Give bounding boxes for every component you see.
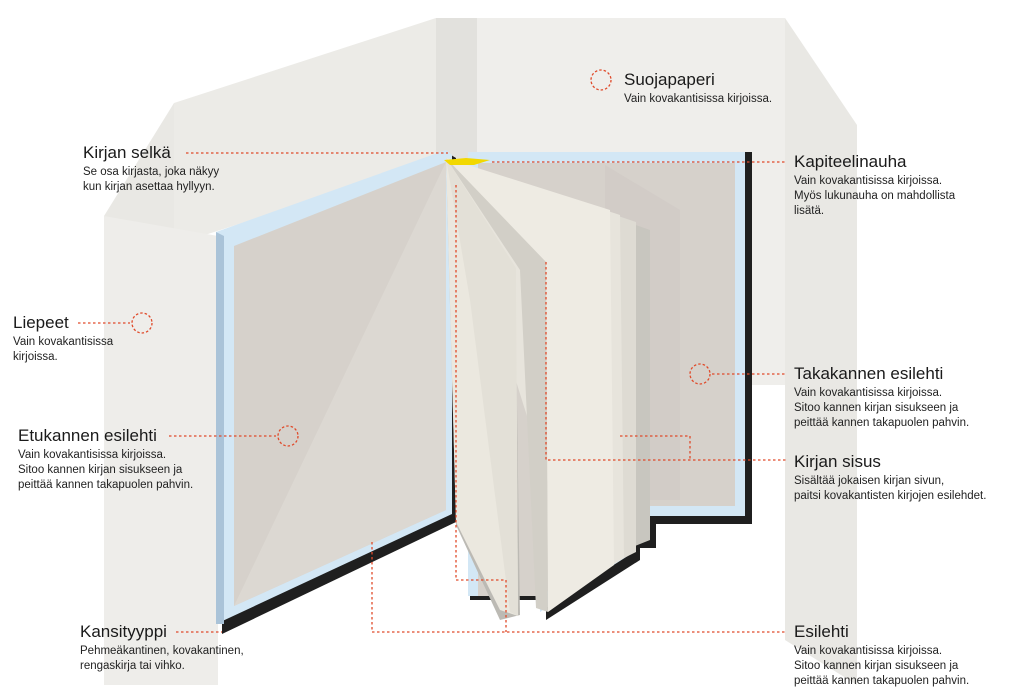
front-endpaper-light	[234, 162, 446, 606]
label-liepeet: Liepeet Vain kovakantisissa kirjoissa.	[13, 313, 113, 365]
target-takakannen-esilehti	[689, 363, 711, 385]
target-suojapaperi	[590, 69, 612, 91]
label-kapiteelinauha: Kapiteelinauha Vain kovakantisissa kirjo…	[794, 152, 955, 219]
kapiteelinauha-title: Kapiteelinauha	[794, 152, 907, 171]
dust-jacket-back-flap	[785, 18, 857, 685]
dust-jacket-lower-left	[104, 216, 218, 685]
page-stack-edge	[446, 158, 548, 612]
leader-esilehti	[371, 542, 787, 633]
leader-esilehti-front	[455, 185, 507, 632]
headband	[444, 158, 490, 165]
kansityyppi-desc: Pehmeäkantinen, kovakantinen, rengaskirj…	[80, 645, 244, 672]
label-kirjan-selka: Kirjan selkä Se osa kirjasta, joka näkyy…	[83, 143, 219, 195]
leader-lines	[78, 152, 787, 633]
label-takakannen-esilehti: Takakannen esilehti Vain kovakantisissa …	[794, 364, 969, 431]
liepeet-title: Liepeet	[13, 313, 69, 332]
label-etukannen-esilehti: Etukannen esilehti Vain kovakantisissa k…	[18, 426, 193, 493]
esilehti-title: Esilehti	[794, 622, 849, 641]
kirjan-selka-desc: Se osa kirjasta, joka näkyy kun kirjan a…	[83, 166, 220, 193]
kirjan-sisus-title: Kirjan sisus	[794, 452, 881, 471]
suojapaperi-desc: Vain kovakantisissa kirjoissa.	[624, 93, 773, 105]
label-esilehti: Esilehti Vain kovakantisissa kirjoissa. …	[794, 622, 969, 689]
takakannen-esilehti-desc: Vain kovakantisissa kirjoissa. Sitoo kan…	[794, 387, 970, 429]
etukannen-esilehti-desc: Vain kovakantisissa kirjoissa. Sitoo kan…	[18, 449, 194, 491]
kirjan-selka-title: Kirjan selkä	[83, 143, 171, 162]
esilehti-desc: Vain kovakantisissa kirjoissa. Sitoo kan…	[794, 645, 970, 687]
page-block	[444, 158, 650, 620]
kirjan-sisus-desc: Sisältää jokaisen kirjan sivun, paitsi k…	[794, 475, 987, 502]
front-cover-edge	[216, 232, 224, 624]
front-cover	[216, 150, 456, 634]
dust-jacket-spine	[436, 18, 477, 160]
kapiteelinauha-desc: Vain kovakantisissa kirjoissa. Myös luku…	[794, 175, 956, 217]
kansityyppi-title: Kansityyppi	[80, 622, 167, 641]
page-stack-right	[446, 158, 614, 612]
dust-jacket-front-panel	[174, 18, 436, 245]
leader-kirjan-sisus	[545, 262, 787, 461]
label-kirjan-sisus: Kirjan sisus Sisältää jokaisen kirjan si…	[794, 452, 986, 504]
target-liepeet	[131, 312, 153, 334]
etukannen-esilehti-title: Etukannen esilehti	[18, 426, 157, 445]
takakannen-esilehti-title: Takakannen esilehti	[794, 364, 944, 383]
left-page-shade	[446, 158, 518, 616]
suojapaperi-title: Suojapaperi	[624, 70, 715, 89]
label-suojapaperi: Suojapaperi Vain kovakantisissa kirjoiss…	[624, 70, 772, 107]
liepeet-desc: Vain kovakantisissa kirjoissa.	[13, 336, 114, 363]
target-circles	[131, 69, 711, 447]
label-kansityyppi: Kansityyppi Pehmeäkantinen, kovakantinen…	[80, 622, 244, 674]
target-etukannen-esilehti	[277, 425, 299, 447]
